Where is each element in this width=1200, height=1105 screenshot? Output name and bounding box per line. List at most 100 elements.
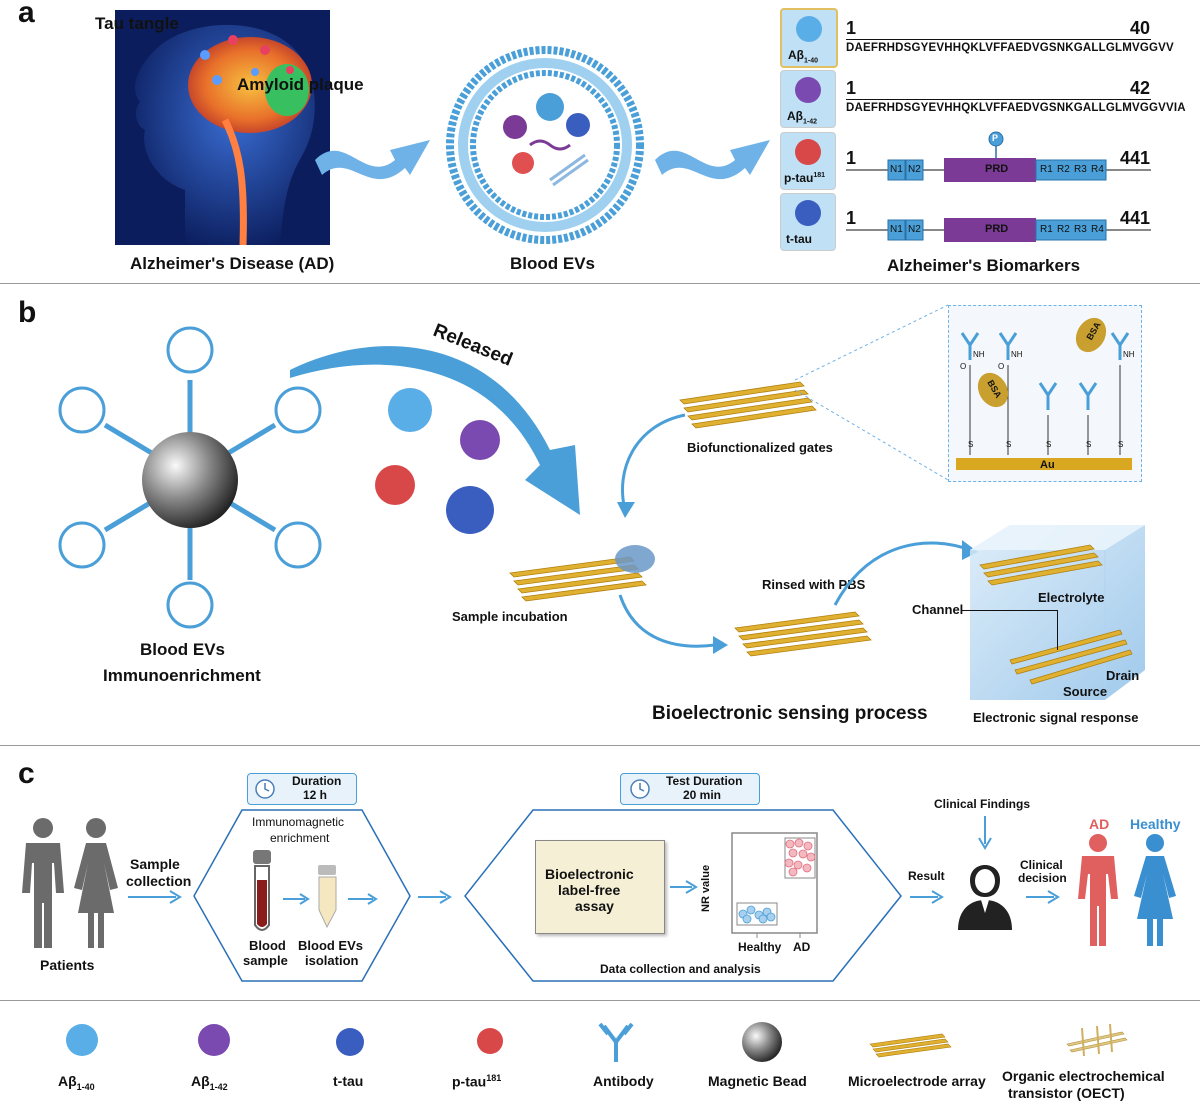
immuno-line1: Immunomagnetic [252,815,345,829]
source-label: Source [1063,684,1108,699]
ttau-r2: R2 [1057,224,1070,235]
ttau-domain-bar [846,218,1151,242]
panel-letter-a: a [18,0,35,29]
ptau-n1: N1 [890,164,903,175]
ab42-end: 42 [1130,78,1151,98]
sample-collection-line2: collection [126,873,192,889]
sample-incubation-label: Sample incubation [452,609,568,624]
ptau-prd: PRD [985,163,1009,175]
s-label-5: S [1118,440,1124,449]
nh-label-2: NH [1011,350,1023,359]
patients-label: Patients [40,957,95,973]
nr-value-plot [731,832,818,938]
released-proteins [375,388,500,534]
legend-antibody-label: Antibody [593,1073,654,1089]
phospho-p: P [992,133,999,143]
legend-oect-icon [1066,1023,1128,1057]
data-collection-label: Data collection and analysis [600,962,761,976]
arrow-hex1-to-hex2 [418,890,452,904]
legend-ttau-label: t-tau [333,1073,364,1089]
ttau-r1: R1 [1040,224,1053,235]
released-arrow [290,346,580,515]
ptau-r2: R2 [1057,164,1070,175]
ad-tick: AD [793,940,811,954]
biofunctionalized-gates-array [679,381,817,429]
rinsed-label: Rinsed with PBS [762,577,866,592]
arrow-result [910,890,944,904]
s-label-2: S [1006,440,1012,449]
divider-c-legend [0,1000,1200,1001]
evs-isolation-line1: Blood EVs [298,938,364,953]
evs-immuno-caption-line1: Blood EVs [140,640,226,659]
clinical-findings-label: Clinical Findings [934,797,1031,811]
arrow-incubation-to-rinse [618,594,728,654]
legend-antibody-icon [598,1022,634,1062]
duration2-line2: 20 min [683,788,722,802]
arrow-assay-to-plot [670,880,698,894]
panel-letter-b: b [18,296,37,329]
ttau-n1: N1 [890,224,903,235]
result-label: Result [908,869,945,883]
legend-array-icon [869,1033,952,1058]
biofunctionalized-label: Biofunctionalized gates [687,440,833,455]
divider-b-c [0,745,1200,746]
arrow-evs-to-biomarkers [655,140,770,180]
ttau-name: t-tau [786,232,812,246]
ptau-domain-bar [846,131,1151,182]
ab42-start: 1 [846,78,857,98]
divider-a-b [0,283,1200,284]
evs-immuno-caption-line2: Immunoenrichment [103,666,261,685]
amyloid-plaque-label: Amyloid plaque [237,75,364,94]
duration-20min-badge: Test Duration 20 min [620,773,760,805]
ab42-line [846,99,1151,100]
zoom-dashed-lines [794,304,949,481]
legend-ab40-icon [66,1024,98,1056]
legend-oect-line2: transistor (OECT) [1008,1085,1125,1101]
blood-sample-line1: Blood [249,938,286,953]
legend-ttau-icon [336,1028,364,1056]
assay-line1: Bioelectronic [545,866,634,882]
channel-label: Channel [912,602,964,617]
o-label-1: O [960,362,967,371]
ab40-start: 1 [846,18,857,38]
ptau-r3: R3 [1074,164,1087,175]
nh-label-1: NH [973,350,985,359]
biomarker-icon-ab42: Aβ1-42 [780,70,836,128]
signal-response-label: Electronic signal response [973,710,1139,725]
drain-label: Drain [1106,668,1140,683]
arrow-findings-down [978,816,992,850]
ptau-r1: R1 [1040,164,1053,175]
s-label-3: S [1046,440,1052,449]
legend-bead-icon [742,1022,782,1062]
arrow-gates-to-incubation [617,413,686,518]
ttau-r3: R3 [1074,224,1087,235]
clinical-decision-line2: decision [1018,871,1067,885]
healthy-tick: Healthy [738,940,782,954]
ad-caption: Alzheimer's Disease (AD) [130,254,335,273]
legend-ab42-label: Aβ1-42 [191,1073,228,1092]
nr-value-axis-label: NR value [700,864,712,912]
hexagon-assay [464,809,902,982]
tau-tangle-label: Tau tangle [95,14,179,33]
ab40-end: 40 [1130,18,1151,38]
brain-head-illustration [115,10,330,246]
evs-caption: Blood EVs [510,254,596,273]
legend-array-label: Microelectrode array [848,1073,986,1089]
ptau-name: p-tau [784,171,814,185]
sensing-process-label: Bioelectronic sensing process [652,703,928,724]
assay-line3: assay [575,898,614,914]
ttau-start: 1 [846,208,857,228]
ttau-r4: R4 [1091,224,1104,235]
arrow-tube-to-right [348,893,378,905]
biomarkers-caption: Alzheimer's Biomarkers [887,256,1081,275]
s-label-4: S [1086,440,1092,449]
hexagon-enrichment [193,809,411,982]
ab40-line [846,39,1151,40]
assay-line2: label-free [558,882,621,898]
ab42-name: Aβ [787,109,803,123]
ab40-sub: 1-40 [804,57,819,65]
s-label-1: S [968,440,974,449]
arrow-decision [1026,890,1060,904]
sample-collection-line1: Sample [130,856,180,872]
legend-ptau-icon [477,1028,503,1054]
